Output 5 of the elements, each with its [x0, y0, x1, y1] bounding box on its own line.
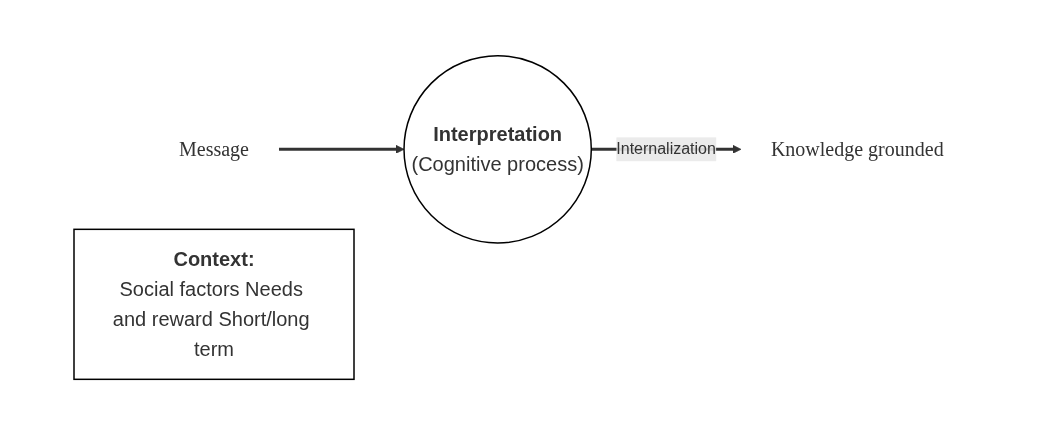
- node-text: Knowledge grounded: [770, 138, 944, 161]
- node-circle: Interpretation (Cognitive process): [402, 54, 592, 244]
- edge-label: Internalization: [615, 140, 716, 158]
- node-text: Message: [178, 138, 249, 161]
- node-box: Context: Social factors Needs and reward Short/long term: [72, 228, 355, 381]
